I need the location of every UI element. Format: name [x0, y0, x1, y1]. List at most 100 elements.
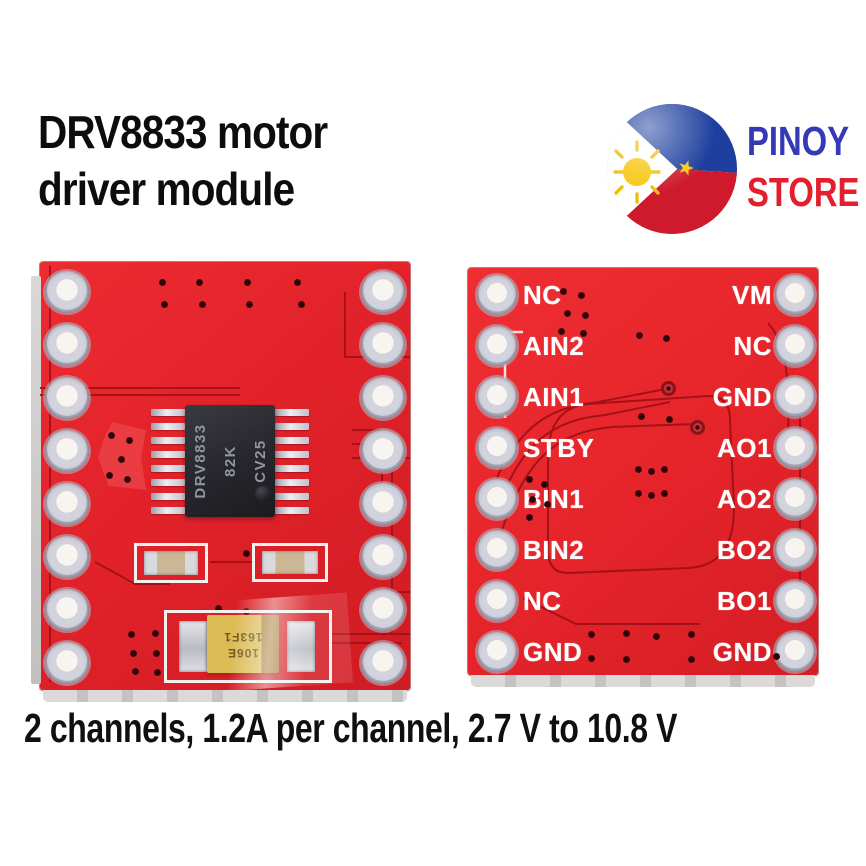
through-hole-pad	[361, 536, 405, 578]
through-hole-pad	[45, 377, 89, 419]
pin-label: STBY	[523, 433, 595, 463]
pin-label-column-right: VM NC GND AO1 AO2 BO2 BO1 GND	[713, 275, 772, 672]
ic-pin-row-left	[151, 409, 185, 514]
ic-pin	[275, 451, 309, 458]
ic-pin	[151, 437, 185, 444]
pcb-front-board: DRV8833 82K CV25 106E 163F1	[31, 262, 410, 702]
via-dot	[588, 631, 595, 638]
through-hole-pad	[361, 642, 405, 684]
via-dot	[661, 490, 668, 497]
via-dot	[582, 312, 589, 319]
via-dot	[773, 653, 780, 660]
ic-pin	[151, 409, 185, 416]
ic-marking-line2: 82K	[221, 444, 239, 478]
pin-label: NC	[523, 280, 562, 310]
pcb-back-board: NC AIN2 AIN1 STBY BIN1 BIN2 NC GND VM NC…	[468, 268, 818, 687]
via-dot	[526, 476, 533, 483]
through-hole-pad	[775, 530, 815, 570]
through-hole-pad	[45, 642, 89, 684]
store-name-line2: STORE	[747, 168, 860, 215]
capacitor-silkscreen-box	[252, 543, 328, 582]
via-dot	[648, 468, 655, 475]
via-dot	[666, 416, 673, 423]
through-hole-pad	[775, 428, 815, 468]
via-dot	[159, 279, 166, 286]
via-dot	[638, 413, 645, 420]
pad-column-left	[477, 275, 517, 672]
through-hole-pad	[361, 483, 405, 525]
through-hole-pad	[477, 275, 517, 315]
pad-column-right	[775, 275, 815, 672]
through-hole-pad	[477, 530, 517, 570]
through-hole-pad	[775, 479, 815, 519]
via-dot	[635, 490, 642, 497]
through-hole-pad	[361, 324, 405, 366]
via-dot	[663, 335, 670, 342]
via-dot	[106, 472, 113, 479]
ic-pin	[275, 423, 309, 430]
tantalum-marking-line2: 163F1	[223, 630, 263, 644]
ic-pin	[151, 423, 185, 430]
via-dot	[161, 301, 168, 308]
via-dot	[196, 279, 203, 286]
through-hole-pad	[361, 271, 405, 313]
via-dot	[132, 668, 139, 675]
via-dot	[588, 655, 595, 662]
via-dot	[124, 476, 131, 483]
via-dot	[243, 550, 250, 557]
pin-label: NC	[733, 331, 772, 361]
via-dot	[108, 432, 115, 439]
ic-marking-line3: CV25	[251, 439, 269, 483]
through-hole-pad	[477, 581, 517, 621]
via-dot	[623, 656, 630, 663]
pin-label: BIN2	[523, 535, 585, 565]
via-dot	[623, 630, 630, 637]
pin-label: BO1	[717, 586, 772, 616]
through-hole-pad	[45, 430, 89, 472]
through-hole-pad	[477, 479, 517, 519]
ic-pin	[275, 409, 309, 416]
pin-label: AIN1	[523, 382, 585, 412]
pad-column-left	[45, 271, 89, 684]
through-hole-pad	[477, 632, 517, 672]
through-hole-pad	[477, 428, 517, 468]
capacitor-terminal	[179, 621, 207, 672]
ic-pin	[151, 479, 185, 486]
through-hole-pad	[775, 275, 815, 315]
pin-label: AIN2	[523, 331, 585, 361]
store-logo-text: PINOY STORE	[747, 116, 859, 218]
product-caption: 2 channels, 1.2A per channel, 2.7 V to 1…	[24, 705, 678, 751]
via-ring	[661, 381, 676, 396]
tantalum-silkscreen-box: 106E 163F1	[164, 610, 332, 683]
ic-pin	[151, 507, 185, 514]
via-dot	[661, 466, 668, 473]
pad-column-right	[361, 271, 405, 684]
via-dot	[564, 310, 571, 317]
smd-capacitor	[144, 551, 198, 575]
via-dot	[635, 466, 642, 473]
pin-label: BO2	[717, 535, 772, 565]
via-dot	[152, 630, 159, 637]
through-hole-pad	[45, 483, 89, 525]
product-title-line1: DRV8833 motor	[38, 106, 328, 158]
via-dot	[244, 279, 251, 286]
pin-label: GND	[712, 382, 772, 412]
via-dot	[128, 631, 135, 638]
tantalum-capacitor: 106E 163F1	[207, 615, 279, 673]
via-dot	[544, 501, 551, 508]
tantalum-marking-line1: 106E	[226, 645, 260, 660]
through-hole-pad	[775, 326, 815, 366]
through-hole-pad	[45, 271, 89, 313]
through-hole-pad	[45, 536, 89, 578]
philippine-flag-icon	[607, 104, 737, 234]
via-dot	[529, 496, 536, 503]
via-dot	[246, 301, 253, 308]
pin-label: GND	[523, 637, 583, 667]
ic-pin-row-right	[275, 409, 309, 514]
via-dot	[578, 292, 585, 299]
via-dot	[154, 669, 161, 676]
via-dot	[130, 650, 137, 657]
chip-pin1-dimple	[255, 486, 270, 501]
tantalum-marking: 106E 163F1	[207, 615, 279, 673]
ic-pin	[151, 451, 185, 458]
